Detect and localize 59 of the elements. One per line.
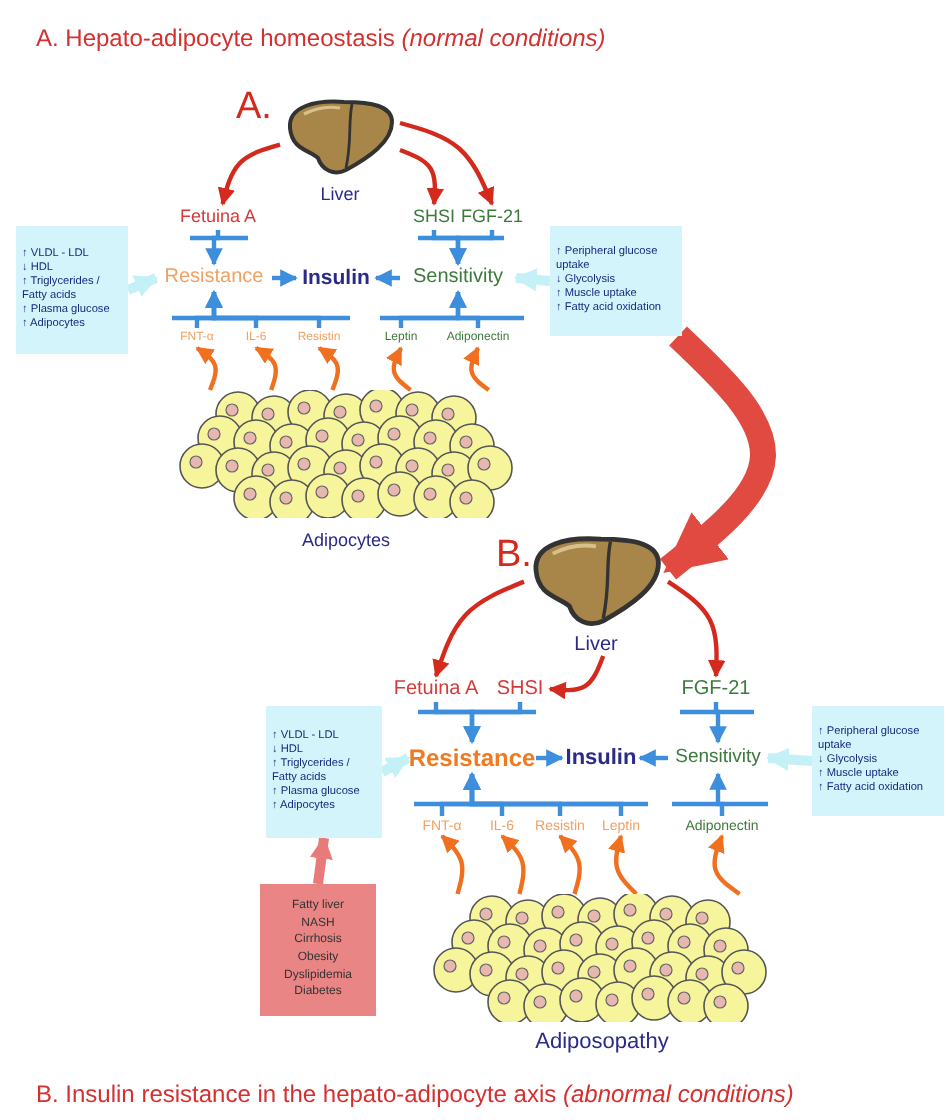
state-label: Resistance [408, 742, 536, 774]
arrow [765, 747, 813, 771]
arrow [379, 753, 411, 778]
signal-label: FGF-21 [674, 676, 758, 702]
arrow [558, 834, 582, 895]
signal-label: SHSI [408, 204, 460, 230]
arrow [708, 834, 741, 896]
arrow [536, 749, 564, 767]
hormone-label: Insulin [296, 264, 376, 292]
signal-label: FGF-21 [460, 204, 524, 230]
panel-letter: A. [236, 88, 272, 126]
info-panel [16, 226, 128, 354]
state-label: Sensitivity [400, 264, 516, 292]
arrow [659, 326, 776, 580]
arrow [709, 702, 727, 744]
info-panel [812, 706, 944, 816]
arrow [500, 834, 526, 895]
organ-label: Liver [572, 636, 620, 656]
arrow [205, 230, 223, 266]
state-label: Sensitivity [668, 742, 768, 774]
arrow [666, 579, 726, 678]
figure-title: A. Hepato-adipocyte homeostasis (normal conditions) [36, 26, 606, 53]
figure-caption: B. Insulin resistance in the hepato-adipocyte axis (abnormal conditions) [36, 1082, 794, 1109]
info-panel [550, 226, 682, 336]
arrow [126, 273, 159, 297]
arrow [205, 290, 322, 328]
arrow [217, 142, 281, 206]
arrow [386, 346, 412, 392]
organ-label: Liver [318, 186, 362, 204]
cluster-label: Adiposopathy [533, 1032, 671, 1054]
arrow [449, 290, 481, 328]
info-panel [266, 706, 382, 838]
arrow [449, 230, 495, 266]
arrow [317, 346, 340, 391]
arrow [513, 268, 551, 292]
state-label: Resistance [156, 264, 272, 292]
arrow [399, 120, 495, 206]
arrow [432, 579, 525, 678]
arrow [399, 147, 445, 206]
arrow [548, 655, 606, 700]
panel-letter: B. [496, 536, 532, 574]
arrow [440, 834, 465, 895]
arrow [709, 772, 727, 816]
arrow [309, 835, 333, 885]
arrow [254, 346, 278, 391]
arrow [374, 269, 400, 287]
cluster-label: Adipocytes [299, 532, 393, 550]
arrow [463, 346, 491, 392]
arrow [195, 346, 218, 391]
arrow [638, 749, 668, 767]
hormone-label: Insulin [562, 742, 640, 774]
signal-label: Fetuina A [390, 676, 482, 702]
signal-label: Fetuina A [172, 204, 264, 230]
arrow [463, 772, 624, 816]
disease-panel [260, 884, 376, 1016]
arrow [608, 834, 638, 896]
signal-label: SHSI [490, 676, 550, 702]
arrow [463, 702, 523, 744]
arrow [272, 269, 298, 287]
